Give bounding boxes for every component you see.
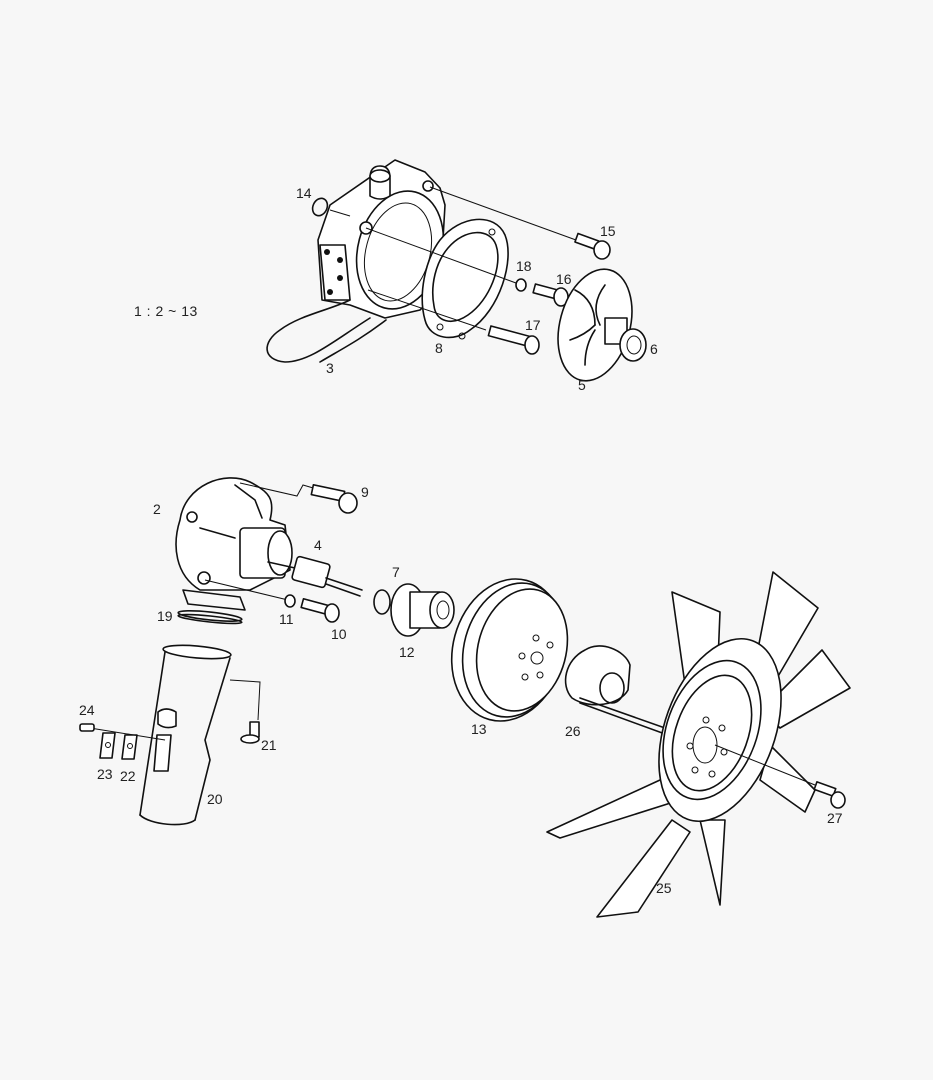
callout-13: 13 [471, 721, 487, 737]
callout-23: 23 [97, 766, 113, 782]
o-ring-19 [177, 610, 243, 622]
scale-note: 1 : 2 ~ 13 [134, 303, 198, 319]
callout-15: 15 [600, 223, 616, 239]
callout-14: 14 [296, 185, 312, 201]
callout-4: 4 [314, 537, 322, 553]
callout-9: 9 [361, 484, 369, 500]
pump-cover-body [317, 159, 446, 319]
bolt-21 [240, 721, 260, 744]
pump-housing-2 [175, 477, 293, 611]
bolt-15 [574, 232, 611, 260]
callout-7: 7 [392, 564, 400, 580]
bolt-9 [310, 483, 358, 514]
hub-flange-12 [390, 583, 455, 637]
callout-10: 10 [331, 626, 347, 642]
callout-17: 17 [525, 317, 541, 333]
water-pipe-20 [139, 644, 232, 826]
callout-26: 26 [565, 723, 581, 739]
hose [266, 299, 371, 363]
callout-12: 12 [399, 644, 415, 660]
bolt-16 [532, 283, 569, 307]
fan-25 [546, 571, 851, 918]
callout-11: 11 [279, 611, 294, 627]
callout-8: 8 [435, 340, 443, 356]
callout-18: 18 [516, 258, 532, 274]
bolt-24 [79, 723, 95, 732]
callout-25: 25 [656, 880, 672, 896]
shaft-bearing-4 [267, 555, 363, 597]
callout-6: 6 [650, 341, 658, 357]
o-ring-14 [311, 197, 329, 217]
snap-ring-7 [373, 589, 391, 615]
impeller-5 [557, 268, 647, 382]
pulley-13 [450, 578, 569, 722]
spacer-26 [564, 645, 666, 735]
callout-5: 5 [578, 377, 586, 393]
callout-2: 2 [153, 501, 161, 517]
plate-23 [99, 732, 116, 759]
gasket-22 [121, 734, 138, 760]
callout-16: 16 [556, 271, 572, 287]
gasket-8 [421, 218, 509, 340]
callout-21: 21 [261, 737, 277, 753]
bolt-27 [813, 781, 846, 809]
callout-3: 3 [326, 360, 334, 376]
bolt-10 [300, 597, 340, 623]
bolt-17 [487, 325, 540, 355]
callout-22: 22 [120, 768, 136, 784]
callout-24: 24 [79, 702, 95, 718]
callout-19: 19 [157, 608, 173, 624]
callout-27: 27 [827, 810, 843, 826]
callout-20: 20 [207, 791, 223, 807]
